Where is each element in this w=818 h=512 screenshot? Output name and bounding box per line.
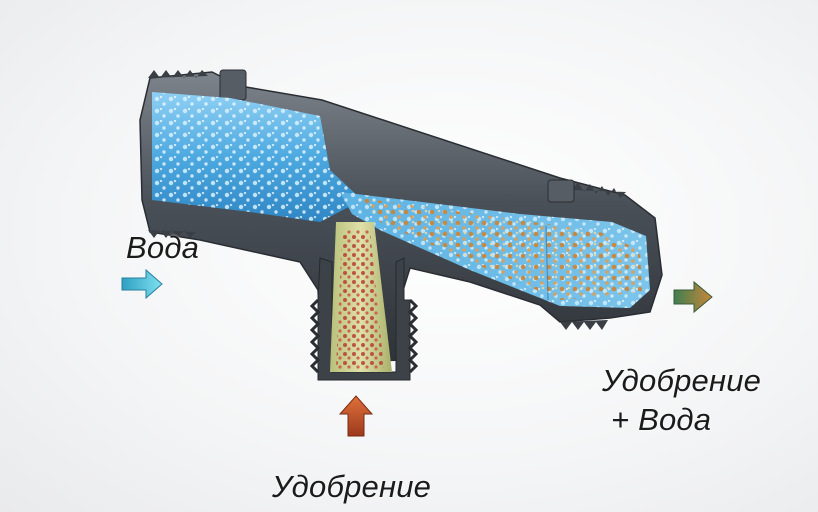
left-threads: [148, 70, 208, 238]
outlet-label-line1: Удобрение: [602, 363, 762, 398]
fertilizer-inlet-label: Удобрение: [272, 469, 432, 504]
fertilizer-inlet-arrow: [338, 395, 374, 437]
fertilizer-suction-stem: [309, 222, 419, 381]
right-threads: [560, 182, 626, 330]
water-inlet-arrow: [121, 268, 163, 300]
water-inlet-label: Вода: [126, 230, 200, 265]
outlet-label-line2: + Вода: [611, 402, 712, 437]
outlet-arrow: [673, 280, 713, 314]
